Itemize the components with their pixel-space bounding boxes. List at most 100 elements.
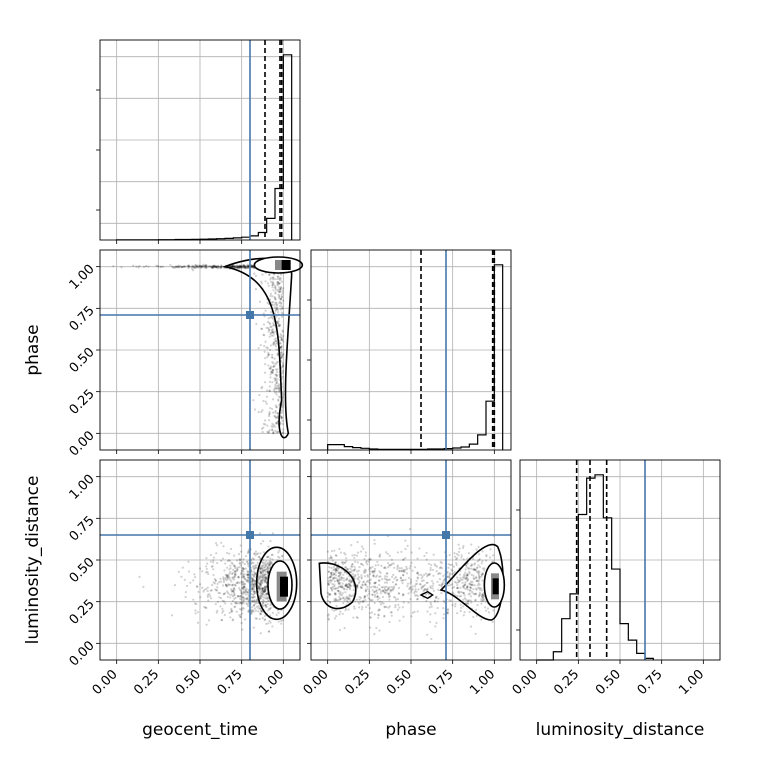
sample-point: [198, 264, 201, 267]
sample-point: [266, 570, 270, 573]
sample-point: [266, 571, 269, 575]
sample-point: [457, 543, 460, 546]
sample-point: [266, 356, 269, 359]
sample-point: [214, 579, 217, 582]
sample-point: [414, 594, 417, 597]
sample-point: [333, 592, 337, 595]
sample-point: [215, 265, 218, 268]
sample-point: [271, 429, 274, 432]
sample-point: [276, 354, 279, 357]
sample-point: [258, 576, 261, 579]
sample-point: [327, 570, 331, 573]
sample-point: [275, 348, 278, 351]
sample-point: [192, 265, 196, 269]
sample-point: [345, 599, 348, 603]
sample-point: [472, 587, 475, 591]
sample-point: [340, 576, 344, 579]
sample-point: [241, 587, 244, 590]
sample-point: [467, 552, 471, 555]
sample-point: [270, 301, 273, 304]
sample-point: [262, 566, 265, 569]
sample-point: [272, 423, 275, 427]
sample-point: [253, 590, 256, 593]
sample-point: [470, 590, 474, 594]
sample-point: [481, 596, 485, 599]
sample-point: [464, 581, 467, 584]
sample-point: [415, 594, 418, 597]
sample-point: [242, 264, 245, 267]
sample-point: [260, 387, 263, 390]
sample-point: [275, 303, 278, 306]
sample-point: [462, 574, 466, 577]
sample-point: [331, 585, 334, 589]
sample-point: [403, 570, 406, 573]
sample-point: [274, 339, 278, 343]
sample-point: [265, 605, 268, 609]
sample-point: [242, 264, 245, 267]
sample-point: [253, 408, 257, 411]
sample-point: [358, 606, 361, 609]
sample-point: [337, 582, 341, 585]
sample-point: [263, 581, 266, 584]
sample-point: [265, 346, 268, 349]
sample-point: [253, 595, 256, 599]
sample-point: [238, 614, 241, 617]
sample-point: [240, 265, 243, 268]
sample-point: [263, 586, 267, 589]
sample-point: [351, 563, 354, 566]
sample-point: [266, 570, 269, 573]
sample-point: [368, 616, 372, 619]
sample-point: [468, 582, 471, 585]
sample-point: [446, 570, 449, 573]
sample-point: [274, 291, 277, 294]
sample-point: [258, 583, 262, 586]
sample-point: [239, 601, 243, 605]
sample-point: [477, 571, 480, 574]
sample-point: [259, 569, 262, 572]
sample-point: [348, 571, 352, 574]
sample-point: [342, 577, 345, 580]
sample-point: [279, 285, 283, 289]
sample-point: [333, 580, 336, 583]
sample-point: [448, 572, 452, 575]
sample-point: [405, 565, 408, 568]
sample-point: [413, 592, 416, 595]
sample-point: [461, 578, 464, 581]
sample-point: [207, 619, 211, 622]
sample-point: [267, 317, 270, 320]
sample-point: [345, 567, 349, 570]
sample-point: [260, 587, 264, 590]
sample-point: [272, 324, 275, 327]
sample-point: [266, 568, 269, 571]
sample-point: [181, 265, 184, 269]
sample-point: [244, 266, 247, 269]
sample-point: [197, 590, 200, 594]
sample-point: [222, 579, 225, 582]
sample-point: [330, 579, 333, 582]
sample-point: [391, 589, 394, 592]
sample-point: [477, 582, 480, 585]
sample-point: [355, 554, 359, 557]
sample-point: [218, 596, 221, 599]
sample-point: [379, 592, 382, 595]
sample-point: [271, 368, 274, 372]
sample-point: [241, 582, 244, 585]
sample-point: [213, 265, 217, 268]
sample-point: [329, 572, 333, 575]
sample-point: [275, 405, 278, 409]
sample-point: [397, 586, 401, 590]
sample-point: [250, 593, 253, 596]
sample-point: [281, 354, 284, 357]
sample-point: [234, 565, 237, 568]
sample-point: [271, 356, 274, 359]
sample-point: [245, 589, 248, 593]
sample-point: [269, 606, 272, 609]
sample-point: [360, 562, 364, 566]
sample-point: [262, 587, 265, 590]
sample-point: [233, 588, 236, 591]
sample-point: [353, 575, 357, 578]
sample-point: [402, 593, 405, 596]
sample-point: [271, 317, 275, 320]
sample-point: [339, 598, 342, 601]
sample-point: [478, 559, 481, 562]
